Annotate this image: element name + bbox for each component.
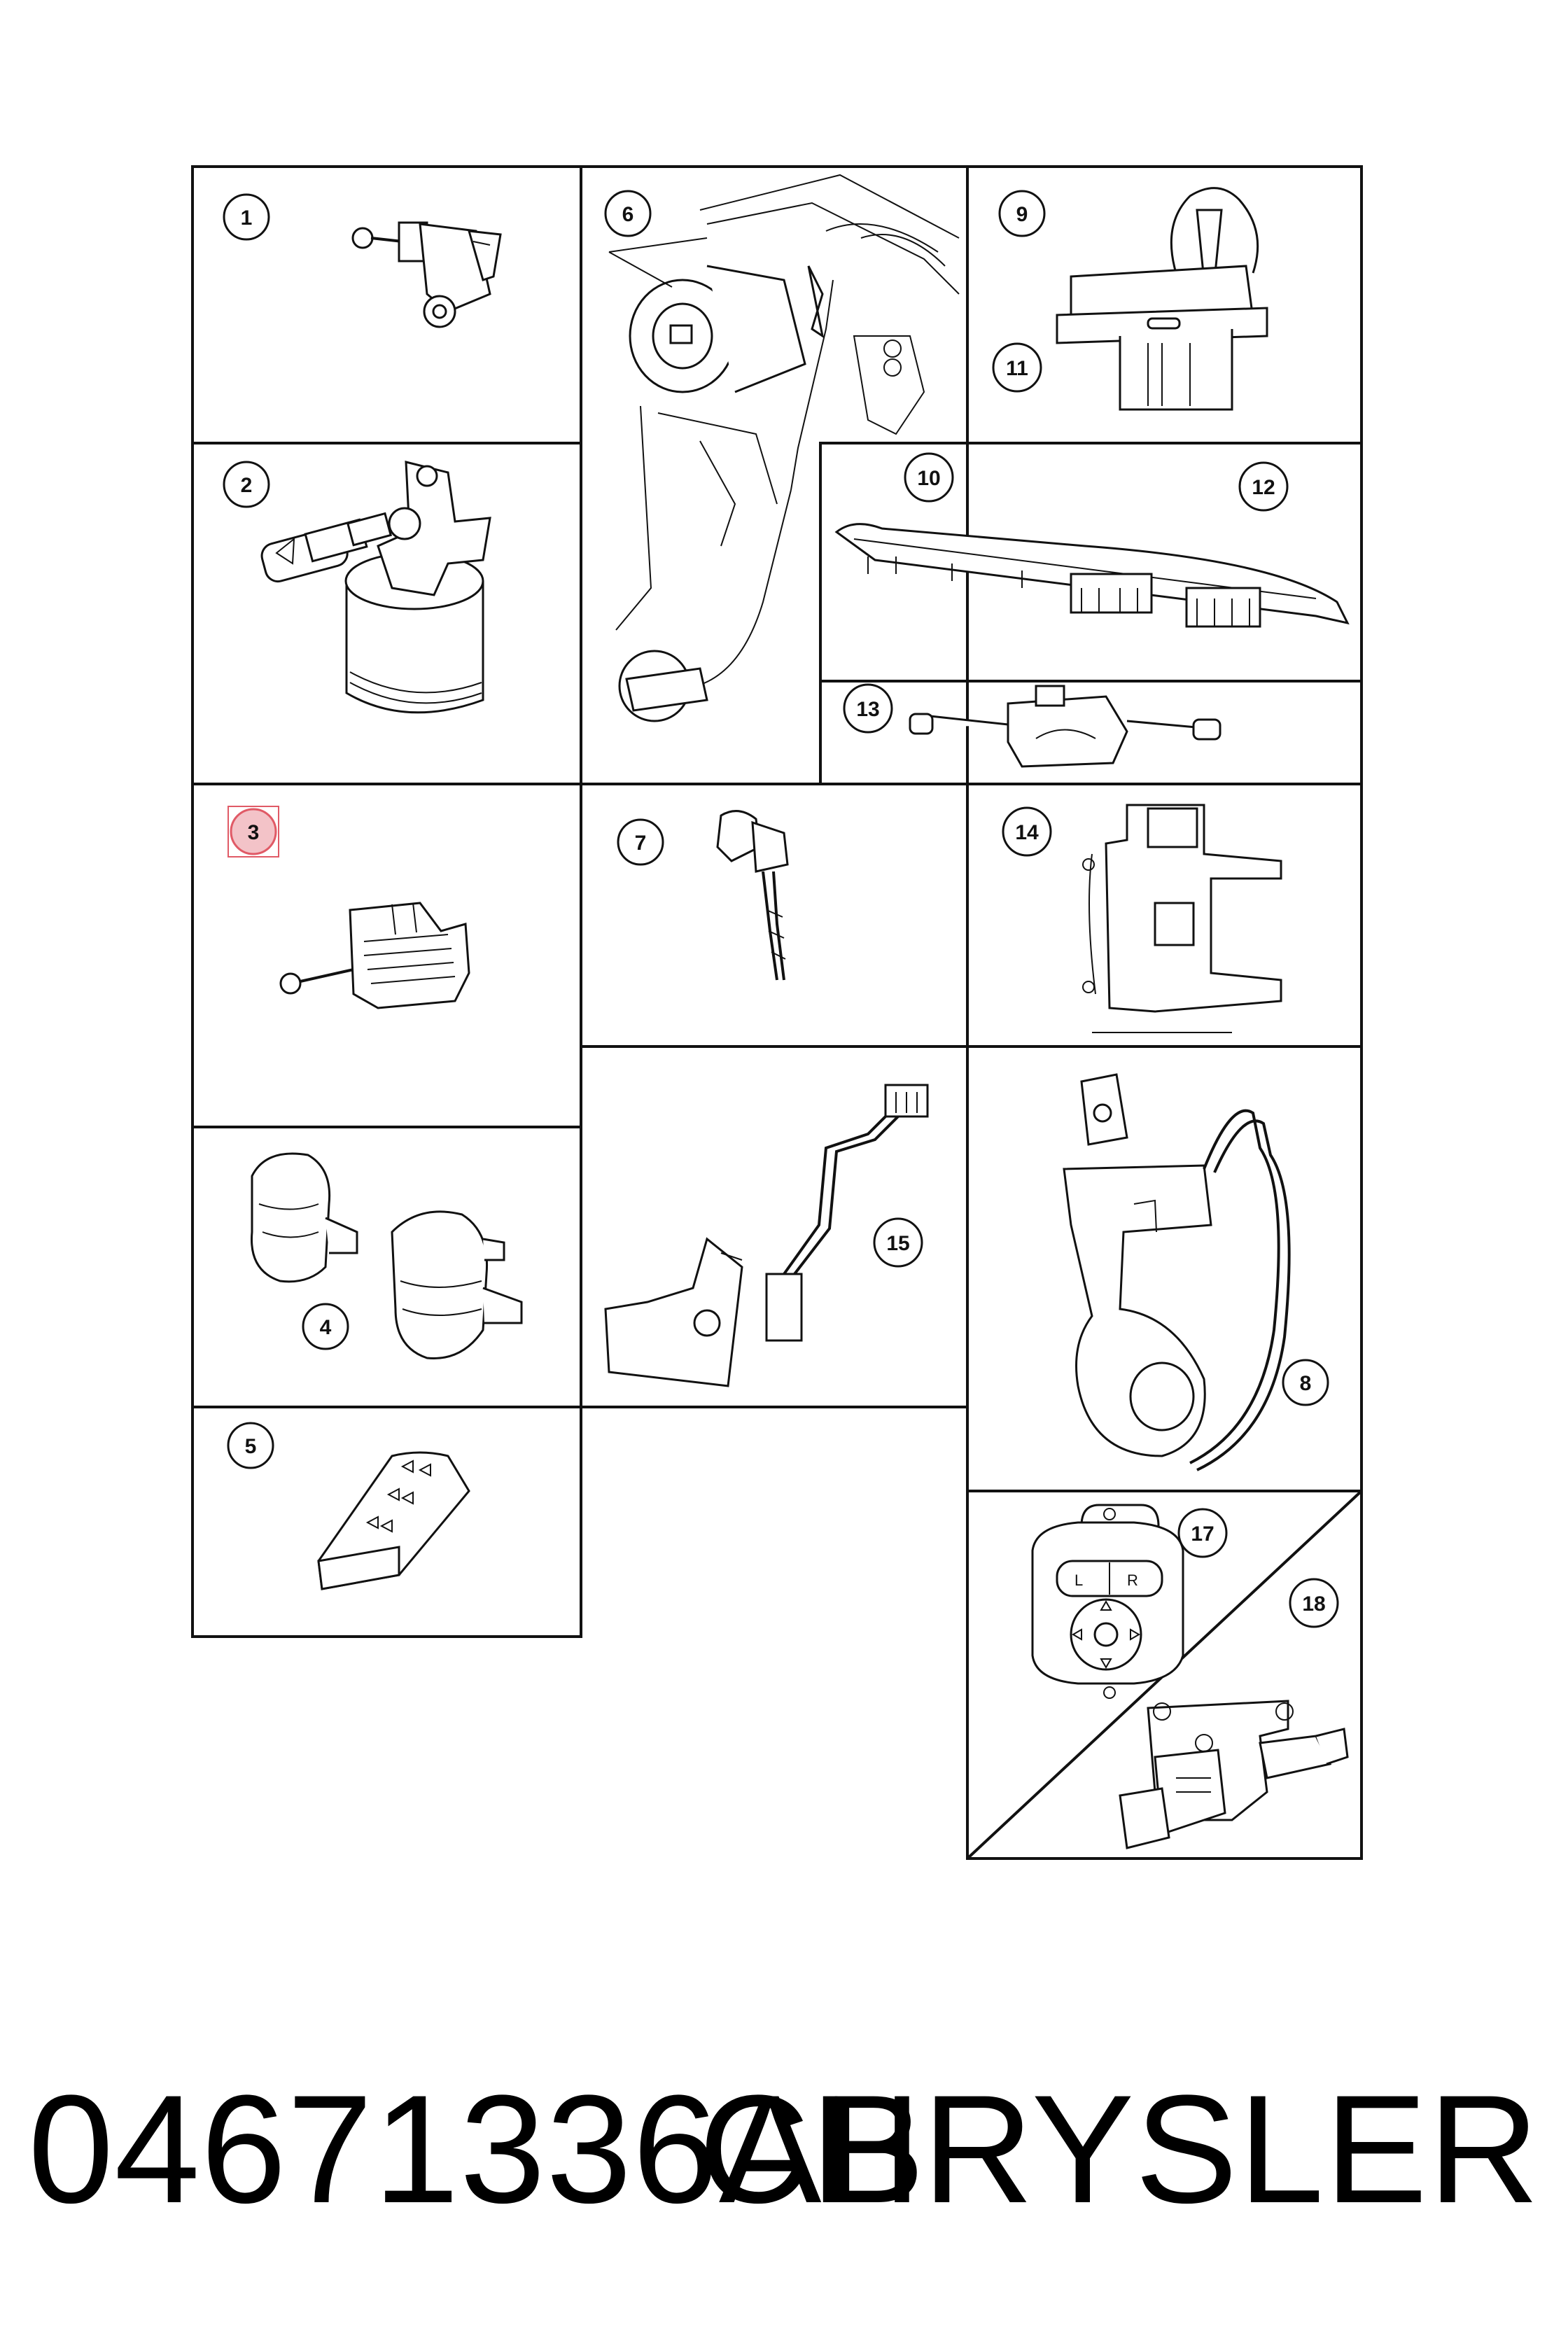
callout-2-label: 2 — [241, 474, 253, 497]
callout-10: 10 — [904, 452, 954, 503]
callout-7: 7 — [617, 818, 664, 866]
part-6-drawing — [608, 174, 960, 722]
part-number: 04671336AB — [28, 2063, 926, 2235]
part-2-drawing — [260, 461, 491, 714]
callout-18-label: 18 — [1302, 1592, 1325, 1616]
callout-10-label: 10 — [917, 467, 940, 490]
callout-17: 17 — [1177, 1508, 1228, 1558]
callout-9-label: 9 — [1016, 203, 1028, 226]
part-5-drawing — [317, 1451, 470, 1590]
callout-3-label: 3 — [248, 821, 260, 844]
cell-5 — [191, 1406, 582, 1638]
part-8-drawing — [1063, 1073, 1291, 1471]
callout-5-label: 5 — [245, 1435, 257, 1458]
callout-1-label: 1 — [241, 206, 253, 230]
callout-18: 18 — [1289, 1578, 1339, 1628]
part-18-drawing — [1119, 1700, 1349, 1849]
callout-2: 2 — [223, 461, 270, 508]
part-10-12-drawing — [834, 523, 1350, 628]
part-9-11-drawing — [1056, 187, 1268, 411]
callout-17-label: 17 — [1191, 1522, 1214, 1546]
callout-1: 1 — [223, 193, 270, 241]
callout-14: 14 — [1002, 806, 1052, 857]
callout-8: 8 — [1282, 1359, 1329, 1406]
callout-4: 4 — [302, 1303, 349, 1350]
part-1-drawing — [351, 221, 502, 328]
part-14-drawing — [1082, 804, 1282, 1033]
part-4-drawing — [251, 1152, 523, 1359]
callout-4-label: 4 — [320, 1316, 332, 1339]
callout-6: 6 — [604, 190, 652, 237]
callout-5: 5 — [227, 1422, 274, 1469]
callout-12-label: 12 — [1252, 476, 1275, 499]
part-3-drawing — [279, 902, 470, 1009]
part-13-drawing — [909, 685, 1222, 768]
callout-7-label: 7 — [635, 832, 647, 855]
callout-12: 12 — [1238, 461, 1289, 512]
diagram-grid — [191, 165, 1363, 1860]
callout-15: 15 — [873, 1217, 923, 1268]
svg-text:L: L — [1074, 1572, 1083, 1589]
part-7-drawing — [716, 810, 789, 981]
callout-6-label: 6 — [622, 203, 634, 226]
part-15-drawing — [604, 1084, 929, 1387]
callout-9: 9 — [998, 190, 1046, 237]
callout-13-label: 13 — [856, 698, 879, 721]
part-17-drawing: L R — [1031, 1504, 1184, 1699]
cell-4 — [191, 1126, 582, 1408]
callout-8-label: 8 — [1300, 1372, 1312, 1395]
footer: 04671336AB CHRYSLER — [0, 2044, 1568, 2254]
callout-11-label: 11 — [1006, 357, 1028, 380]
svg-text:R: R — [1127, 1572, 1138, 1589]
brand-name: CHRYSLER — [698, 2063, 1540, 2235]
cell-17-18 — [966, 1490, 1363, 1860]
callout-15-label: 15 — [886, 1232, 909, 1255]
callout-11: 11 — [992, 342, 1042, 393]
callout-13: 13 — [843, 683, 893, 734]
callout-3: 3 — [227, 806, 279, 858]
callout-14-label: 14 — [1015, 821, 1039, 844]
